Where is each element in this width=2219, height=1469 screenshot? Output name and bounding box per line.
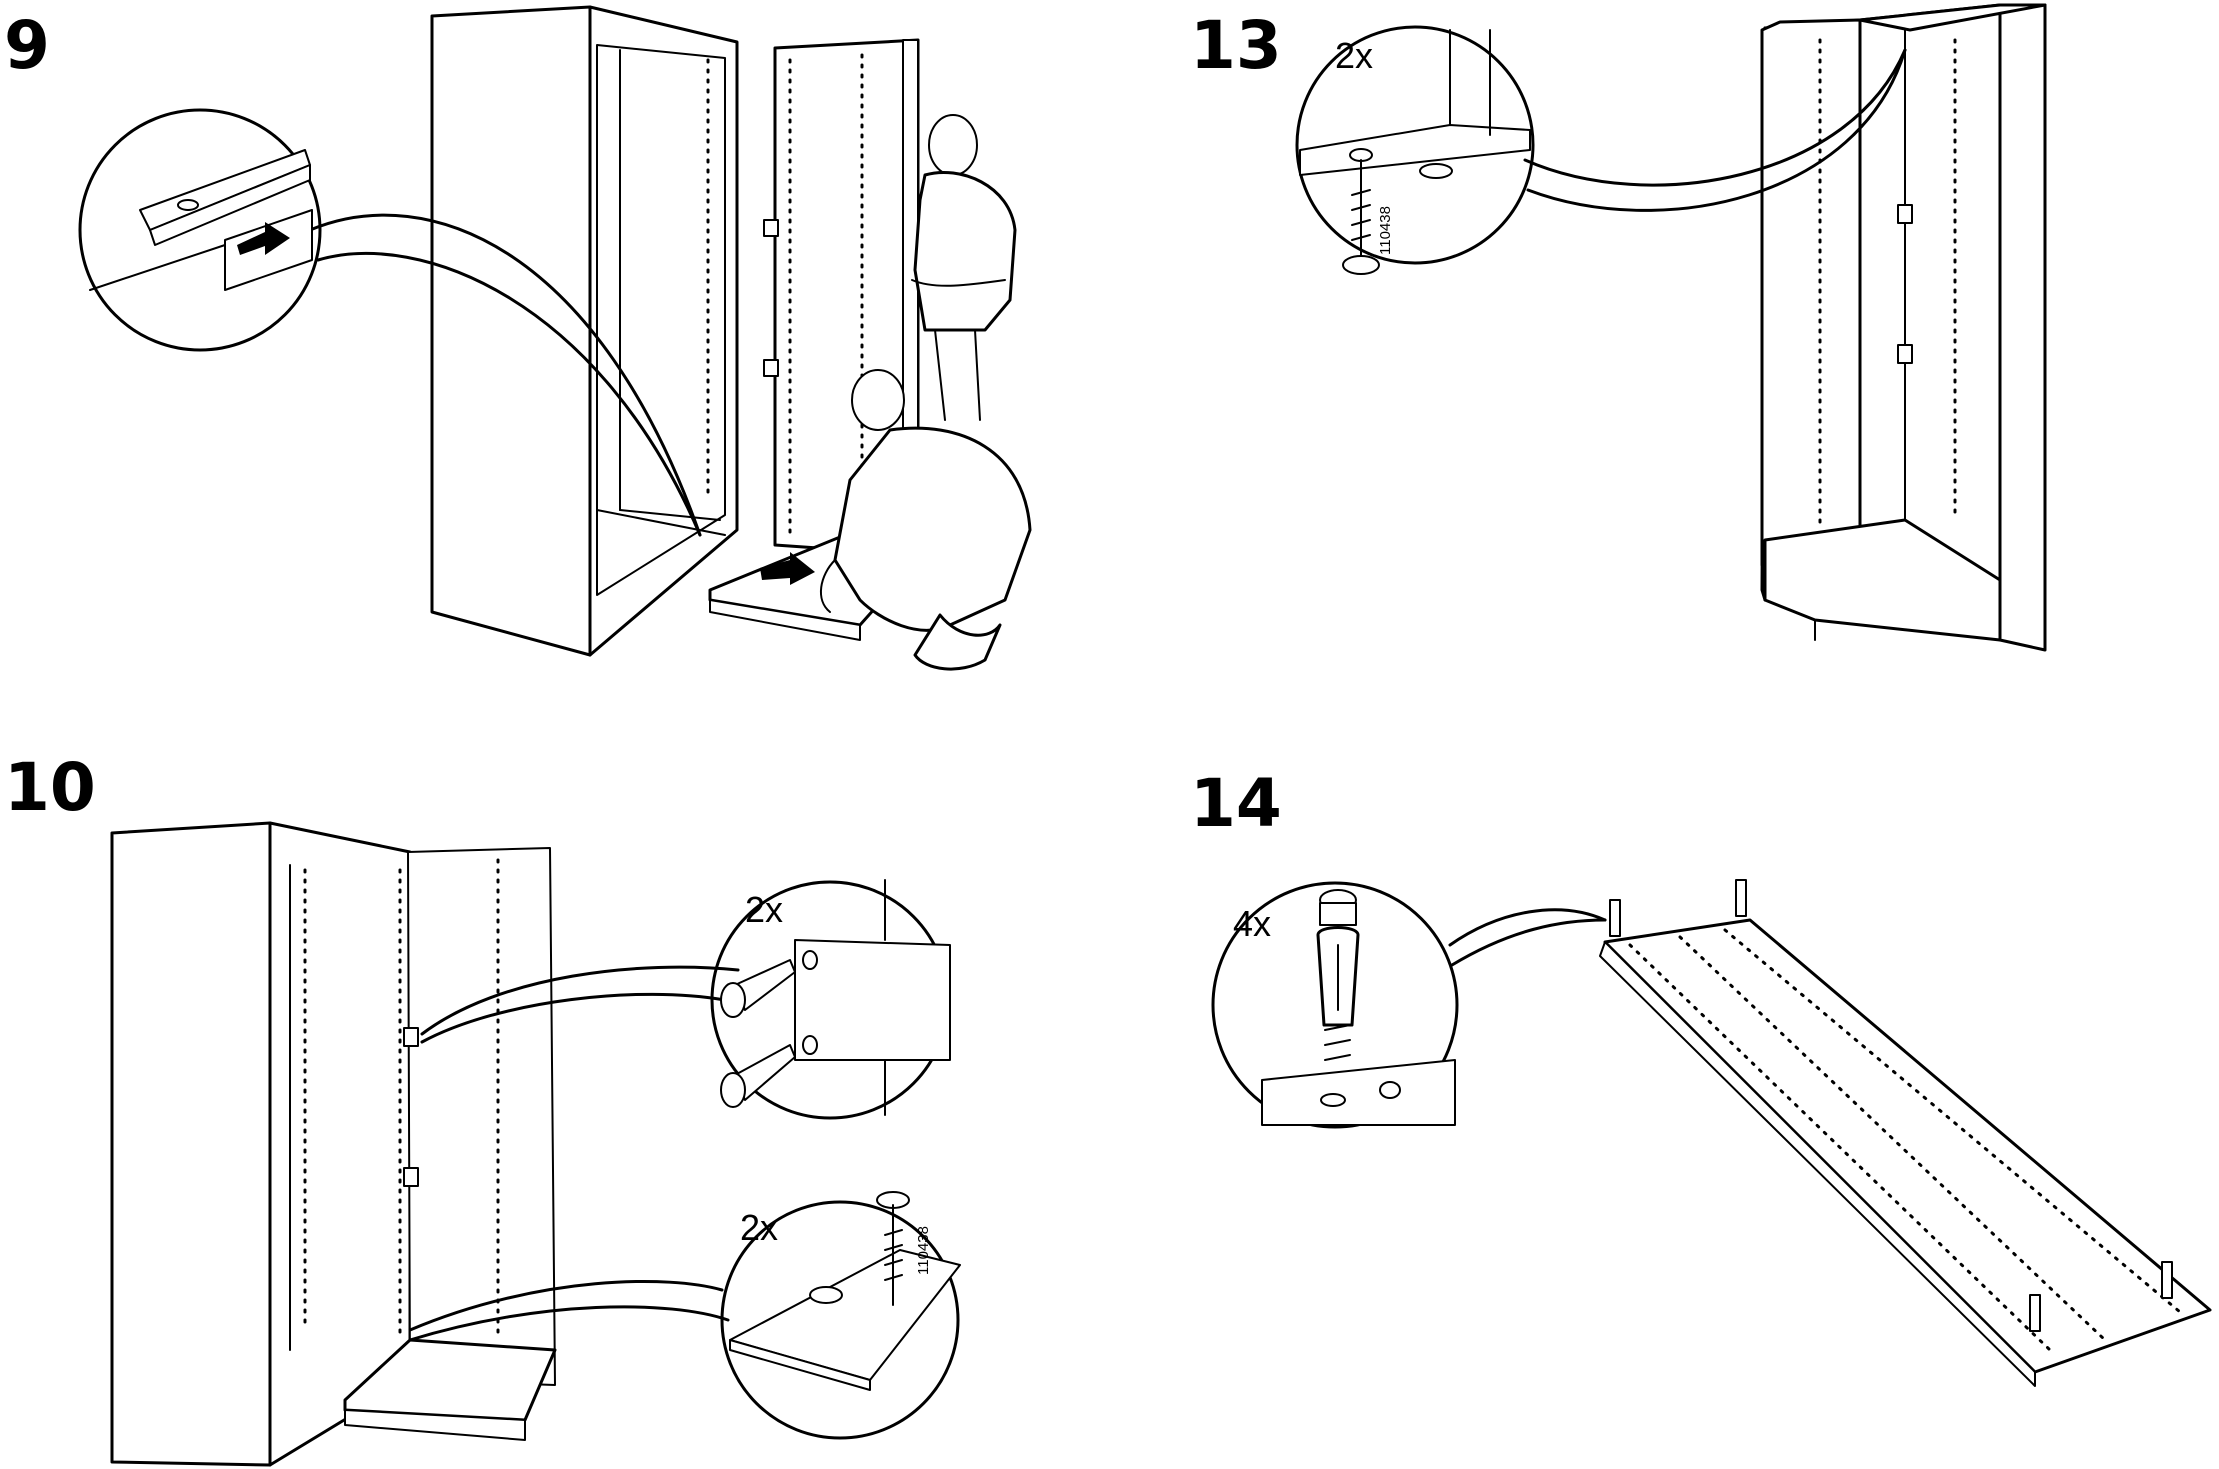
wardrobe-frame (432, 7, 737, 655)
step-14-panel: 14 (1190, 765, 2210, 1386)
wardrobe-frame (112, 823, 555, 1465)
step-number-14: 14 (1190, 765, 1282, 842)
quantity-label: 2x (1335, 35, 1373, 76)
part-number-label: 110438 (915, 1226, 932, 1275)
corner-wardrobe (1762, 5, 2045, 650)
step-13-panel: 13 (1190, 5, 2045, 650)
step-number-9: 9 (4, 7, 50, 84)
part-number-label: 110438 (1377, 206, 1394, 255)
step-number-13: 13 (1190, 7, 1282, 84)
quantity-label-top: 2x (745, 889, 783, 930)
quantity-label: 4x (1233, 903, 1271, 944)
step-9-panel: 9 (4, 7, 1030, 669)
person-icon (912, 115, 1015, 420)
detail-callout: 4x (1213, 883, 1605, 1127)
step-10-panel: 10 (4, 749, 960, 1465)
quantity-label-bottom: 2x (740, 1207, 778, 1248)
step-number-10: 10 (4, 749, 96, 826)
board (1600, 880, 2210, 1386)
